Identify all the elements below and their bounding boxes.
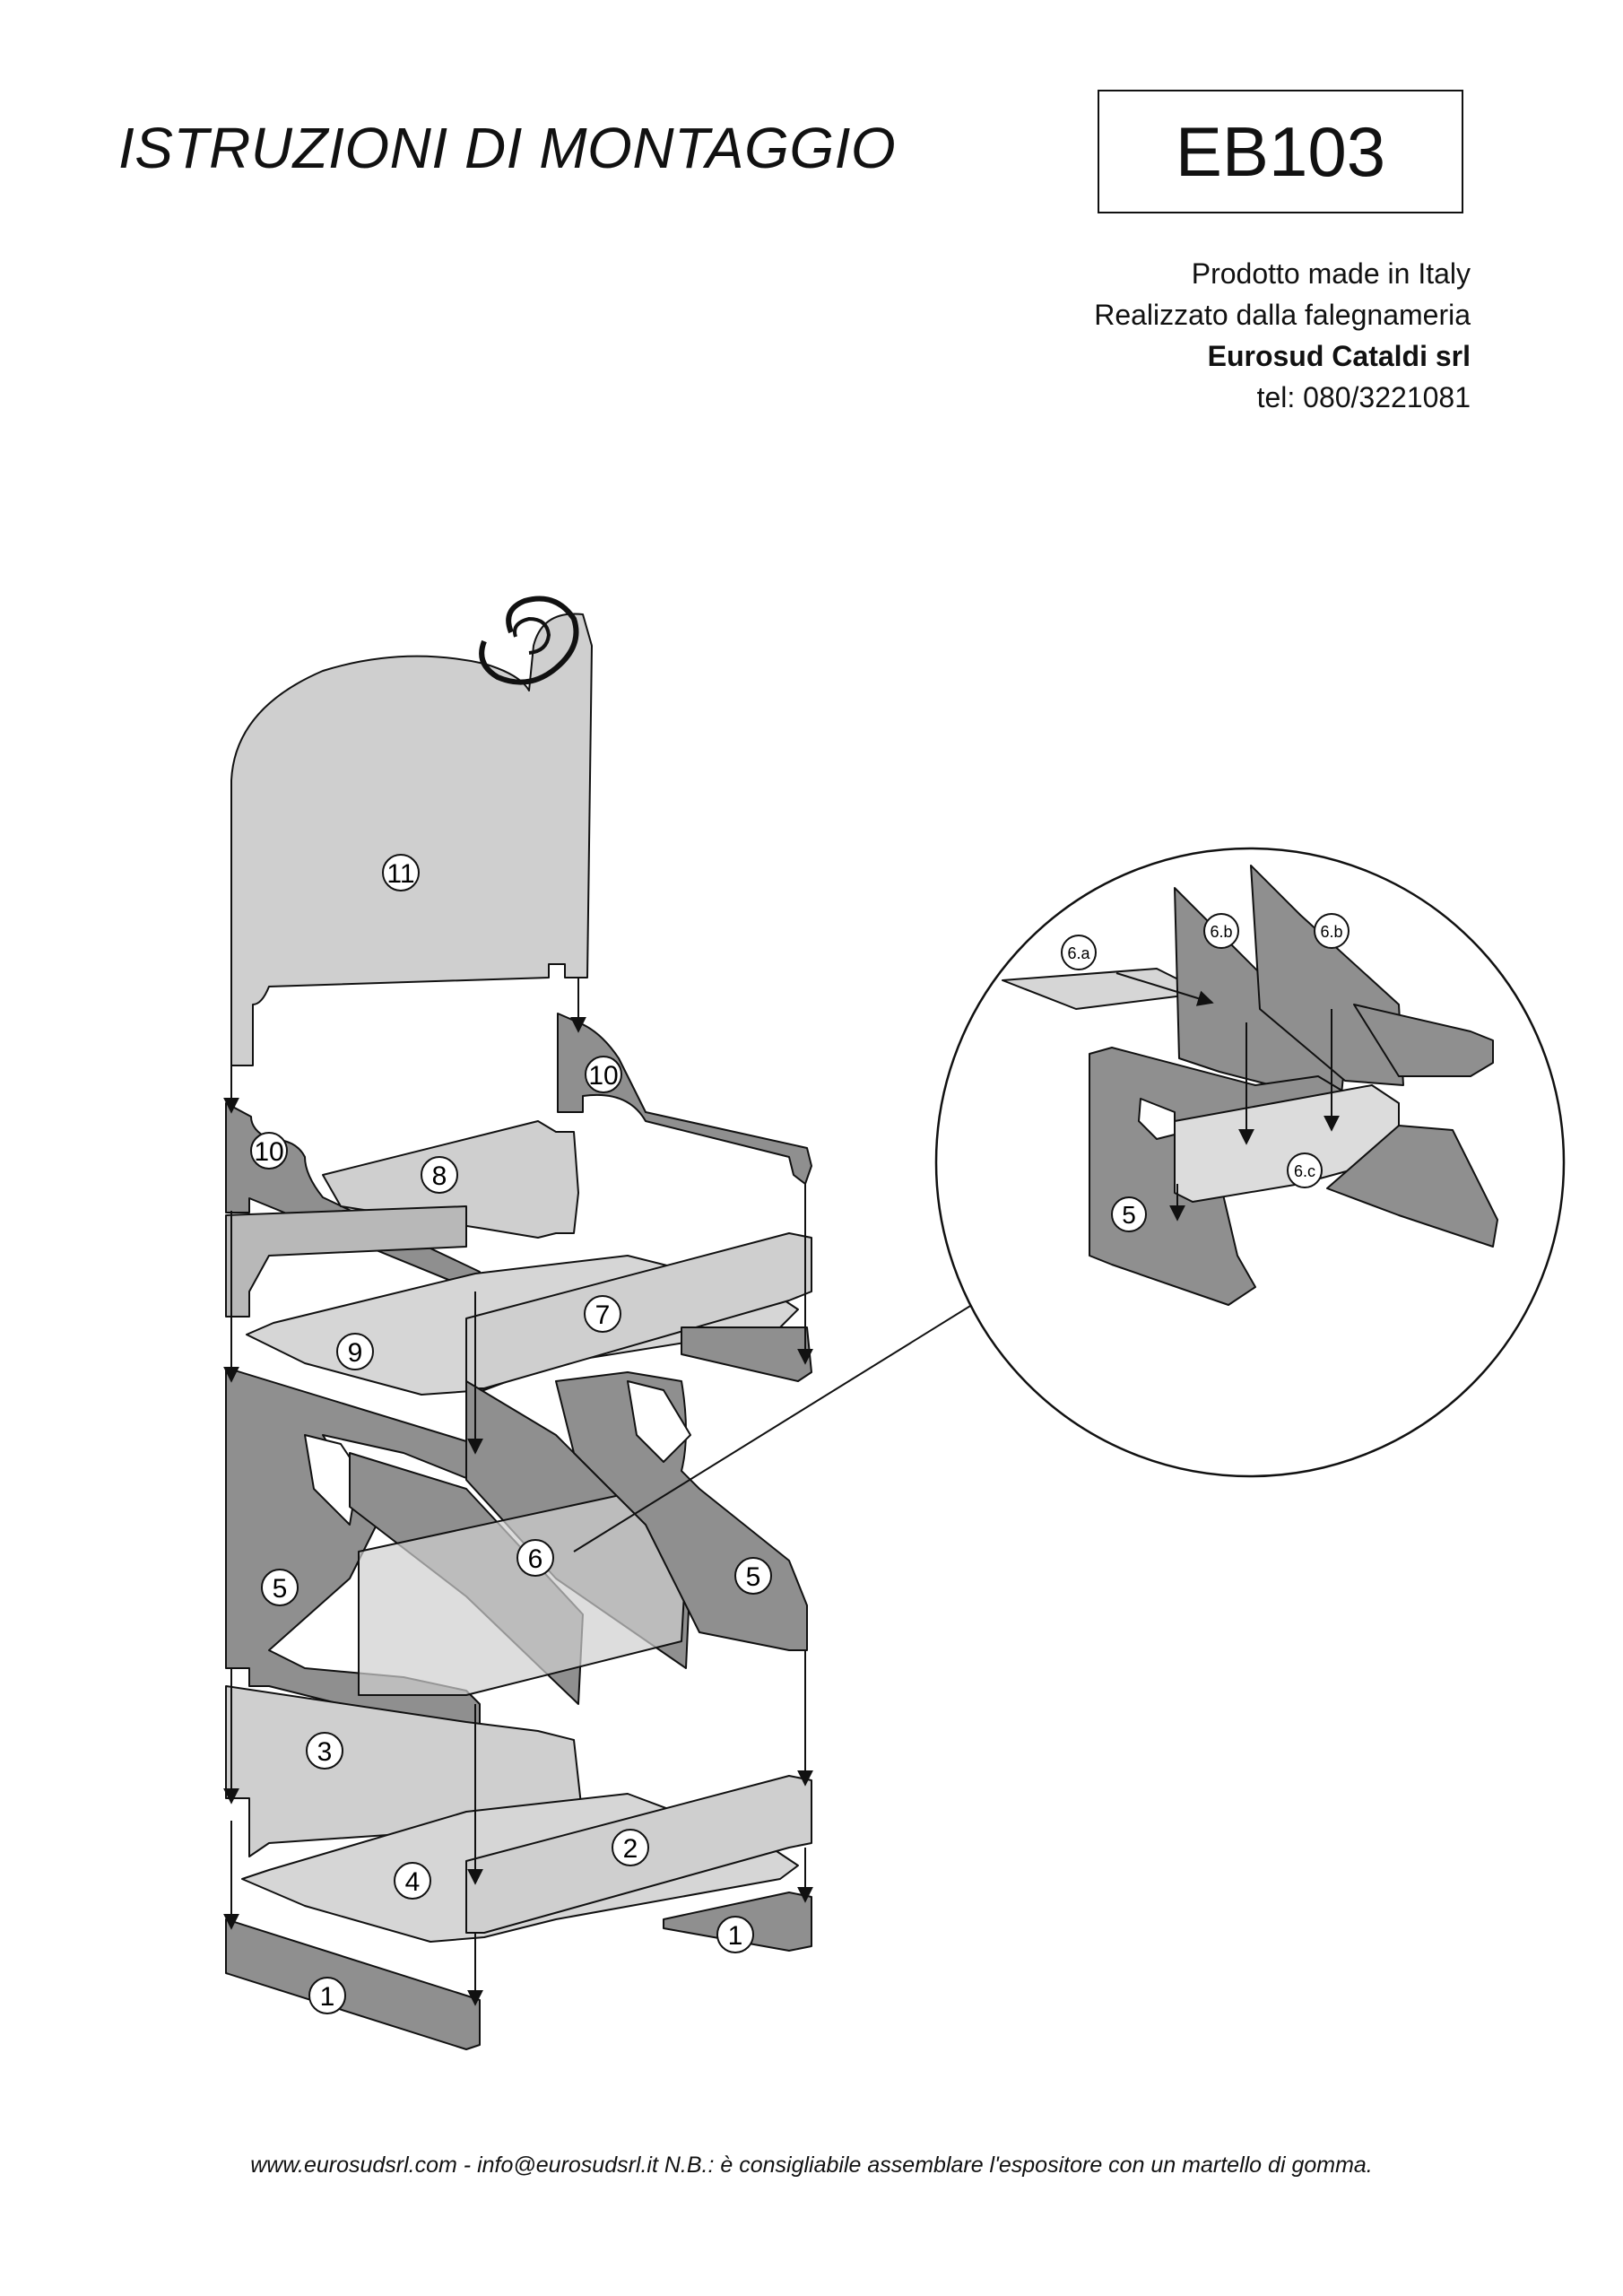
- page-title: ISTRUZIONI DI MONTAGGIO: [118, 116, 897, 180]
- label-2: 2: [612, 1829, 649, 1866]
- label-4: 4: [394, 1862, 431, 1900]
- label-6: 6: [516, 1539, 554, 1577]
- svg-text:6.a: 6.a: [1067, 944, 1090, 962]
- upper-tier-rear-support: [225, 1205, 812, 1382]
- label-10-left: 10: [250, 1132, 288, 1170]
- workshop-line: Realizzato dalla falegnameria: [1094, 299, 1471, 331]
- label-10-right: 10: [585, 1056, 622, 1093]
- svg-text:11: 11: [386, 859, 414, 889]
- svg-text:8: 8: [432, 1161, 447, 1191]
- part-6-dividers: [349, 1380, 691, 1705]
- label-5-right: 5: [734, 1557, 772, 1595]
- svg-text:5: 5: [1122, 1201, 1136, 1229]
- svg-text:4: 4: [405, 1867, 421, 1897]
- svg-text:3: 3: [317, 1737, 333, 1767]
- svg-text:1: 1: [728, 1921, 743, 1951]
- svg-text:6: 6: [528, 1544, 543, 1574]
- detail-label-6b-right: 6.b: [1314, 913, 1350, 949]
- label-11: 11: [382, 854, 420, 891]
- svg-text:5: 5: [273, 1574, 288, 1604]
- part-1-left-base: [225, 1918, 481, 2050]
- label-5-left: 5: [261, 1569, 299, 1606]
- svg-text:9: 9: [348, 1338, 363, 1368]
- svg-text:6.c: 6.c: [1294, 1162, 1315, 1180]
- detail-view: [934, 847, 1566, 1478]
- company-name: Eurosud Cataldi srl: [1207, 340, 1471, 372]
- part-11-back-panel: [230, 596, 593, 1066]
- label-1-right: 1: [716, 1916, 754, 1953]
- detail-label-6c: 6.c: [1287, 1152, 1323, 1188]
- svg-text:7: 7: [595, 1300, 611, 1330]
- phone-number: tel: 080/3221081: [1256, 381, 1471, 413]
- svg-text:6.b: 6.b: [1320, 923, 1342, 941]
- detail-side-right: [1326, 1125, 1498, 1248]
- footer-note: www.eurosudsrl.com - info@eurosudsrl.it …: [250, 2152, 1373, 2178]
- label-8: 8: [421, 1156, 458, 1194]
- svg-text:1: 1: [320, 1982, 335, 2012]
- svg-text:2: 2: [623, 1834, 638, 1864]
- svg-text:5: 5: [746, 1562, 761, 1592]
- company-info: Prodotto made in Italy Realizzato dalla …: [1094, 253, 1471, 418]
- svg-text:10: 10: [588, 1061, 618, 1091]
- detail-rear-rail: [1353, 1004, 1494, 1077]
- detail-labels: 6.a 6.b 6.b 6.c 5: [1061, 913, 1350, 1232]
- detail-label-5: 5: [1111, 1196, 1147, 1232]
- svg-text:6.b: 6.b: [1210, 923, 1232, 941]
- detail-part-6b-right: [1250, 865, 1404, 1086]
- part-number-labels: 11 10 10 8 7 9 6 5: [250, 854, 772, 2014]
- label-1-left: 1: [308, 1977, 346, 2014]
- detail-label-6a: 6.a: [1061, 935, 1097, 970]
- assembly-arrows: [223, 978, 995, 2006]
- model-code: EB103: [1175, 111, 1386, 191]
- model-code-box: EB103: [1098, 90, 1463, 213]
- part-10-right: [557, 1013, 812, 1185]
- label-3: 3: [306, 1732, 343, 1770]
- svg-text:10: 10: [254, 1137, 283, 1167]
- label-7: 7: [584, 1295, 621, 1333]
- detail-label-6b-left: 6.b: [1203, 913, 1239, 949]
- made-in-italy-line: Prodotto made in Italy: [1191, 257, 1471, 290]
- label-9: 9: [336, 1333, 374, 1370]
